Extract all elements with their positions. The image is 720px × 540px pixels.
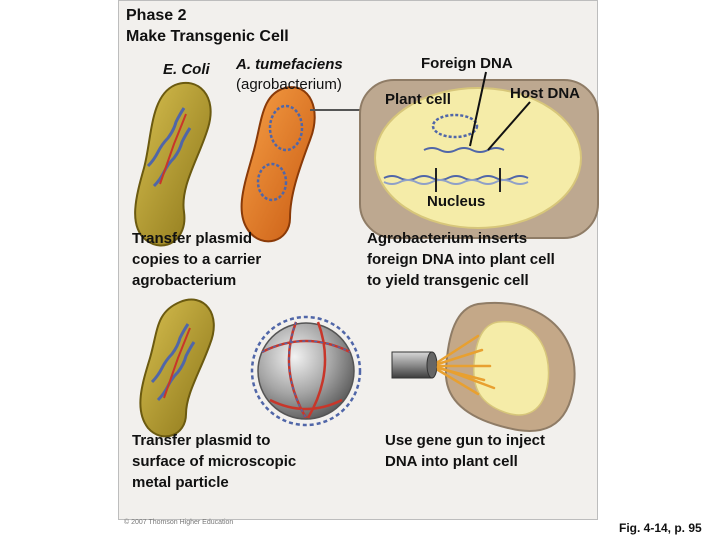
- caption-line: to yield transgenic cell: [367, 272, 529, 289]
- copyright-text: © 2007 Thomson Higher Education: [124, 519, 234, 526]
- particle-streaks: [436, 334, 496, 396]
- label-ecoli: E. Coli: [163, 61, 210, 78]
- label-nucleus: Nucleus: [427, 193, 486, 210]
- host-dna-pointer: [487, 101, 531, 151]
- foreign-dna-pointer: [469, 71, 487, 147]
- caption-step1: Transfer plasmid copies to a carrier agr…: [132, 228, 261, 291]
- phase-title: Phase 2: [126, 7, 187, 24]
- caption-line: metal particle: [132, 474, 229, 491]
- caption-line: copies to a carrier: [132, 251, 262, 268]
- figure-reference: Fig. 4-14, p. 95: [619, 521, 702, 535]
- caption-step3: Transfer plasmid to surface of microscop…: [132, 430, 296, 493]
- agrobacterium-cell-top: [240, 86, 316, 243]
- caption-line: DNA into plant cell: [385, 453, 518, 470]
- caption-step4: Use gene gun to inject DNA into plant ce…: [385, 430, 545, 472]
- caption-line: Agrobacterium inserts: [367, 230, 528, 247]
- caption-line: Transfer plasmid: [132, 230, 253, 247]
- caption-line: Use gene gun to inject: [385, 432, 546, 449]
- label-agrobacterium: (agrobacterium): [236, 76, 342, 93]
- caption-line: agrobacterium: [132, 272, 237, 289]
- metal-particle: [250, 315, 362, 427]
- plant-cell-top: [359, 71, 599, 239]
- gene-gun: [391, 351, 438, 379]
- caption-line: surface of microscopic: [132, 453, 297, 470]
- ecoli-cell-bottom: [139, 298, 215, 438]
- label-atumefaciens: A. tumefaciens: [236, 56, 343, 73]
- caption-line: foreign DNA into plant cell: [367, 251, 555, 268]
- label-host-dna: Host DNA: [510, 85, 580, 102]
- ecoli-cell-top: [134, 81, 212, 247]
- label-plant-cell: Plant cell: [385, 91, 451, 108]
- label-foreign-dna: Foreign DNA: [421, 55, 513, 72]
- caption-line: Transfer plasmid to: [132, 432, 271, 449]
- caption-step2: Agrobacterium inserts foreign DNA into p…: [367, 228, 555, 291]
- phase-subtitle: Make Transgenic Cell: [126, 28, 289, 45]
